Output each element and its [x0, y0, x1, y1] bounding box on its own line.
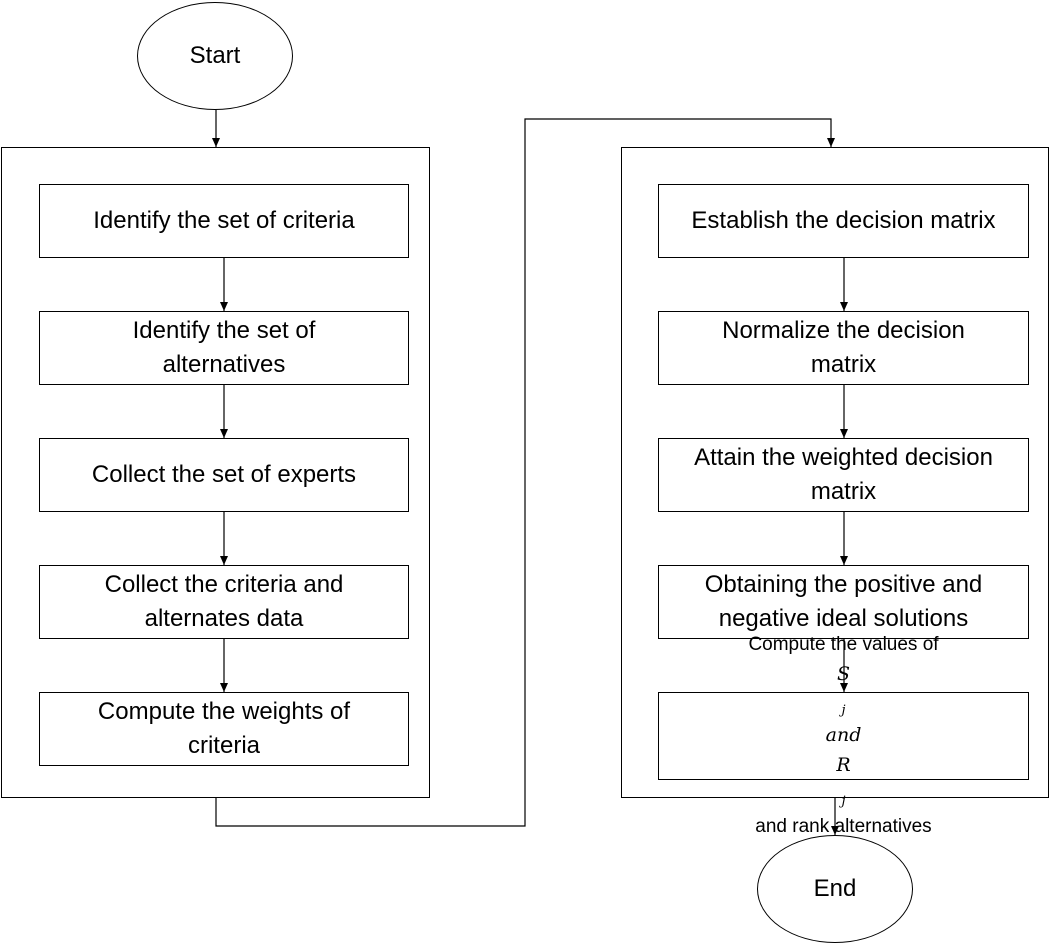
step-collect-criteria-data: Collect the criteria and alternates data	[39, 565, 409, 639]
step-identify-alternatives: Identify the set of alternatives	[39, 311, 409, 385]
and-text: and	[825, 724, 862, 747]
final-step-line2: and rank alternatives	[755, 816, 932, 838]
connector-left-group-to-right-group	[215, 118, 835, 827]
step-establish-decision-matrix: Establish the decision matrix	[658, 184, 1029, 258]
start-label: Start	[189, 42, 241, 70]
end-terminal: End	[757, 835, 913, 943]
step-compute-weights: Compute the weights of criteria	[39, 692, 409, 766]
step-ideal-solutions: Obtaining the positive and negative idea…	[658, 565, 1029, 639]
right-group-frame	[621, 147, 1049, 798]
start-terminal: Start	[137, 2, 293, 110]
end-label: End	[813, 875, 857, 903]
step-weighted-matrix: Attain the weighted decision matrix	[658, 438, 1029, 512]
final-step-prefix: Compute the values of	[748, 634, 939, 656]
step-collect-experts: Collect the set of experts	[39, 438, 409, 512]
step-normalize-matrix: Normalize the decision matrix	[658, 311, 1029, 385]
left-group-frame	[1, 147, 430, 798]
step-identify-criteria: Identify the set of criteria	[39, 184, 409, 258]
